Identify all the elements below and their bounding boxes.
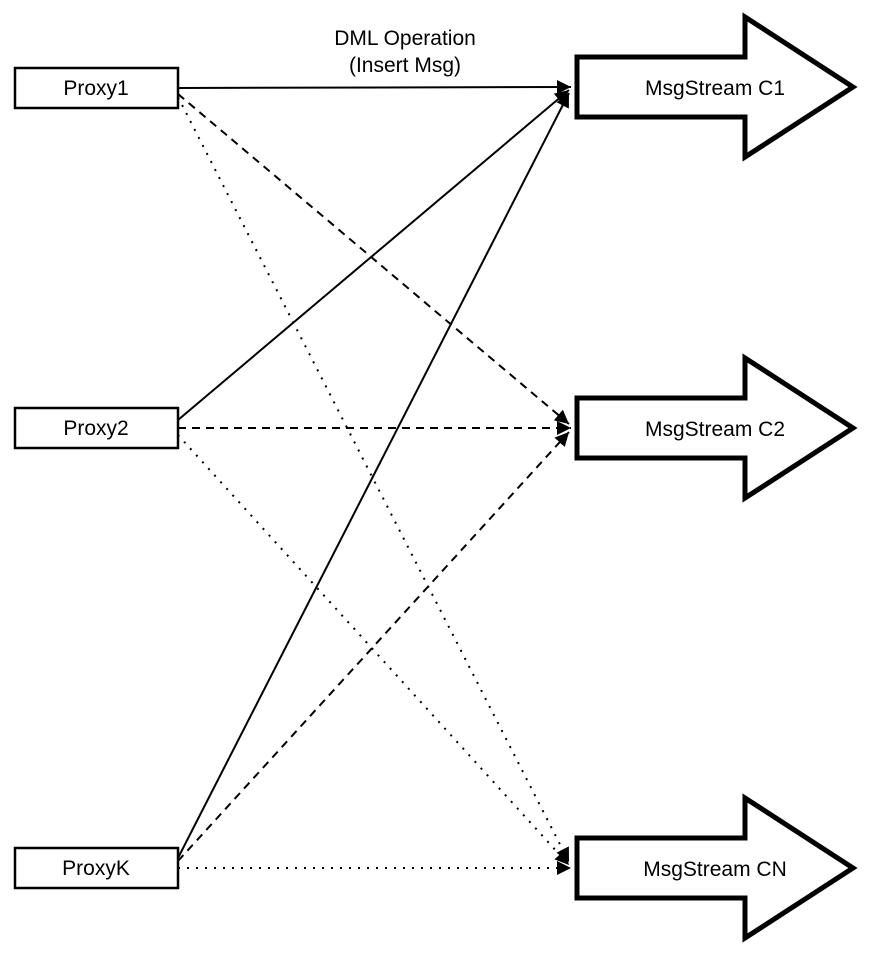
msgstream-c1-label: MsgStream C1 <box>645 77 785 100</box>
proxyk-label: ProxyK <box>62 857 130 880</box>
msgstream-cn-node: MsgStream CN <box>574 793 858 943</box>
msgstream-cn-label: MsgStream CN <box>643 858 787 881</box>
msgstream-c1-node: MsgStream C1 <box>574 12 858 162</box>
msgstream-c2-label: MsgStream C2 <box>645 418 785 441</box>
edge-group <box>177 80 572 875</box>
diagram-title-line1: DML Operation <box>334 27 476 50</box>
msgstream-c1-arrow <box>574 12 858 162</box>
proxy2-label: Proxy2 <box>63 417 128 440</box>
edge-proxy2-cn <box>177 434 570 866</box>
edge-proxyk-c1 <box>177 92 570 859</box>
proxyk-box <box>13 846 180 890</box>
edge-proxy1-c2 <box>177 93 570 425</box>
msgstream-cn-arrow <box>574 793 858 943</box>
proxyk-node: ProxyK <box>13 846 180 890</box>
proxy1-label: Proxy1 <box>63 77 128 100</box>
msgstream-c2-arrow <box>574 353 858 503</box>
edge-proxy2-c1 <box>177 89 570 421</box>
proxy2-box <box>13 406 180 450</box>
msgstream-c2-node: MsgStream C2 <box>574 353 858 503</box>
edge-proxyk-c2 <box>177 431 570 862</box>
diagram-title-line2: (Insert Msg) <box>349 54 461 77</box>
proxy1-box <box>13 66 180 110</box>
proxy2-node: Proxy2 <box>13 406 180 450</box>
proxy1-node: Proxy1 <box>13 66 180 110</box>
edge-proxy1-cn <box>177 96 570 863</box>
edge-proxy1-c1 <box>177 80 572 95</box>
